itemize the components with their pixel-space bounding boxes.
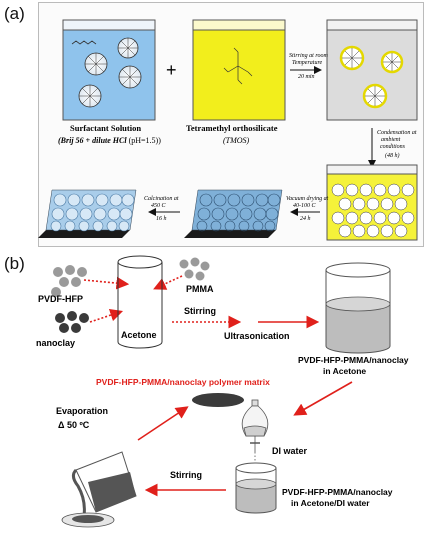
label-pmma: PMMA <box>186 284 214 294</box>
tmos-subtitle: (TMOS) <box>223 136 250 145</box>
label-nanoclay: nanoclay <box>36 338 76 348</box>
pmma-particles-icon <box>179 257 210 281</box>
beaker-mixture <box>326 19 418 121</box>
step-condensation-line4: (48 h) <box>385 153 400 159</box>
panel-a-label: (a) <box>4 4 25 23</box>
surfactant-subtitle-formula: (Brij 56 + dilute HCl <box>58 136 127 145</box>
label-product-line2: in Acetone <box>323 366 367 376</box>
beaker-acetone-di <box>235 462 277 514</box>
micelle-icon <box>78 37 142 108</box>
label-product-di-line2: in Acetone/DI water <box>291 498 370 508</box>
surfactant-subtitle: (Brij 56 + dilute HCl (pH=1.5)) <box>58 136 161 145</box>
step-calcination-line1: Calcination at <box>144 196 179 202</box>
step-stirring-line3: 20 min <box>298 74 315 80</box>
pouring-beaker-icon <box>61 451 137 528</box>
label-product-di-line1: PVDF-HFP-PMMA/nanoclay <box>282 487 393 497</box>
step-condensation-line1: Condensation at <box>377 130 417 136</box>
surfactant-title: Surfactant Solution <box>70 123 142 133</box>
beaker-condensate <box>326 164 418 241</box>
label-stirring-bottom: Stirring <box>170 470 203 480</box>
step-condensation-line3: conditions <box>380 144 405 150</box>
step-vacuum-line3: 24 h <box>300 216 311 222</box>
step-stirring-line2: Temperature <box>292 60 323 66</box>
label-pvdf-hfp: PVDF-HFP <box>38 294 83 304</box>
surfactant-molecule-icon <box>71 40 97 45</box>
label-evaporation-temp: Δ 50 ºC <box>58 420 90 430</box>
label-ultrasonication: Ultrasonication <box>224 331 290 341</box>
beaker-tmos <box>192 19 286 121</box>
beaker-acetone <box>117 255 163 349</box>
step-vacuum-line2: 40-100 C <box>293 203 316 209</box>
label-acetone: Acetone <box>121 330 157 340</box>
polymer-matrix-film <box>192 393 244 407</box>
micelle-array-icon <box>331 183 415 238</box>
surfactant-subtitle-ph: (pH=1.5)) <box>126 136 161 145</box>
label-stirring-top: Stirring <box>184 306 217 316</box>
tmos-title: Tetramethyl orthosilicate <box>186 123 278 133</box>
pvdf-hfp-particles-icon <box>51 265 87 297</box>
tmos-molecule-icon <box>223 47 253 85</box>
beaker-product <box>325 262 391 354</box>
nanoclay-particles-icon <box>55 311 89 333</box>
beaker-surfactant <box>62 19 156 121</box>
step-calcination-line2: 450 C <box>151 203 166 209</box>
label-di-water: DI water <box>272 446 308 456</box>
arrow-to-di-water <box>293 381 353 416</box>
arrow-nanoclay-to-acetone <box>89 308 124 323</box>
arrow-pvdf-to-acetone <box>83 276 130 290</box>
film-calcined <box>38 189 137 238</box>
label-polymer-matrix: PVDF-HFP-PMMA/nanoclay polymer matrix <box>96 377 270 387</box>
film-dried <box>184 189 283 238</box>
label-evaporation: Evaporation <box>56 406 109 416</box>
arrow-to-polymer-matrix <box>137 406 189 441</box>
separatory-funnel-icon <box>241 399 269 462</box>
arrow-pmma-to-acetone <box>153 275 183 290</box>
panel-b-label: (b) <box>4 254 25 273</box>
step-condensation-line2: ambient <box>381 137 401 143</box>
plus-sign: + <box>166 60 177 80</box>
label-product-line1: PVDF-HFP-PMMA/nanoclay <box>298 355 409 365</box>
step-vacuum-line1: Vacuum drying at <box>286 196 329 202</box>
step-stirring-line1: Stirring at room <box>289 53 328 59</box>
step-calcination-line3: 16 h <box>156 216 167 222</box>
